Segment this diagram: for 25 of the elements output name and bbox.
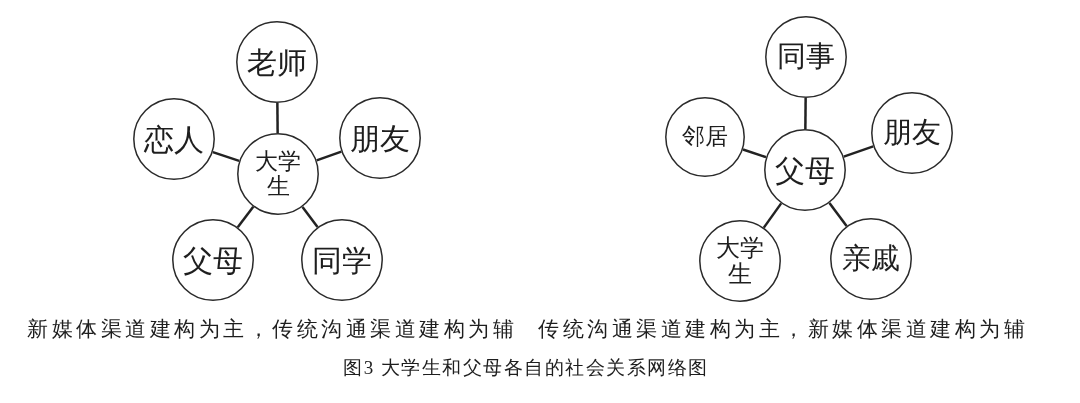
figure-caption: 图3 大学生和父母各自的社会关系网络图 [343, 356, 709, 380]
circle-node: 大学生 [699, 220, 781, 302]
circle-node: 邻居 [665, 97, 745, 177]
circle-node: 同事 [765, 16, 847, 98]
circle-node: 大学生 [237, 133, 319, 215]
connector-line [276, 103, 279, 133]
subcaption-text: 传统沟通渠道建构为主，新媒体渠道建构为辅 [538, 316, 1028, 343]
connector-line [301, 206, 319, 228]
connector-line [212, 150, 240, 163]
connector-line [742, 148, 767, 159]
circle-node: 父母 [172, 219, 254, 301]
circle-node: 父母 [764, 129, 846, 211]
connector-line [804, 98, 807, 129]
connector-line [843, 145, 874, 158]
circle-node: 朋友 [339, 97, 421, 179]
circle-node: 老师 [236, 21, 318, 103]
connector-line [762, 202, 783, 229]
connector-line [236, 205, 255, 229]
circle-node: 同学 [301, 219, 383, 301]
subcaption-text: 新媒体渠道建构为主，传统沟通渠道建构为辅 [27, 316, 517, 343]
circle-node: 恋人 [133, 98, 215, 180]
connector-line [316, 150, 342, 162]
circle-node: 亲戚 [830, 218, 912, 300]
connector-line [828, 202, 848, 227]
circle-node: 朋友 [871, 92, 953, 174]
